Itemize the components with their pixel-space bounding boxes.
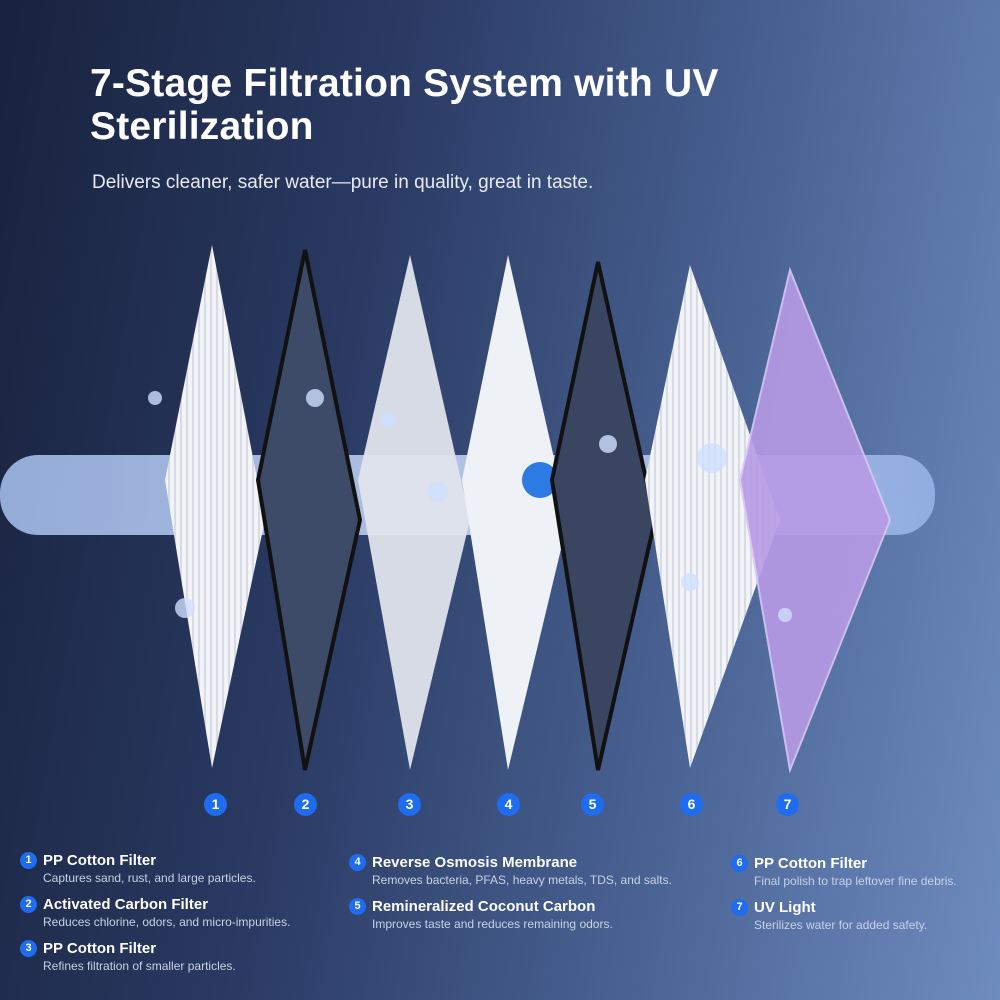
filter-3-pp-cotton [358,255,470,770]
stage-name: Reverse Osmosis Membrane [372,854,578,871]
stage-name: Remineralized Coconut Carbon [372,898,596,915]
water-droplets [148,389,792,622]
filter-1-pp-cotton [165,245,265,768]
bacteria-icon [522,462,558,498]
stage-marker-6: 6 [680,793,703,816]
legend-stage-5: 5 Remineralized Coconut Carbon Improves t… [349,898,613,931]
stage-badge: 5 [349,898,366,915]
stage-badge: 7 [731,899,748,916]
stage-description: Reduces chlorine, odors, and micro-impur… [43,915,291,929]
stage-badge: 3 [20,940,37,957]
legend-stage-3: 3 PP Cotton Filter Refines filtration of … [20,940,236,973]
stage-marker-7: 7 [776,793,799,816]
stage-description: Improves taste and reduces remaining odo… [372,917,613,931]
filter-4-ro-membrane [462,255,568,770]
filter-2-activated-carbon [255,249,363,771]
stage-marker-2: 2 [294,793,317,816]
stage-name: PP Cotton Filter [43,852,157,869]
filter-5-coconut-carbon [549,261,658,771]
page-subtitle: Delivers cleaner, safer water—pure in qu… [92,172,594,193]
stage-marker-5: 5 [581,793,604,816]
legend-stage-1: 1 PP Cotton Filter Captures sand, rust, a… [20,852,256,885]
stage-badge: 1 [20,852,37,869]
stage-badge: 2 [20,896,37,913]
stage-description: Sterilizes water for added safety. [754,918,928,932]
stage-description: Refines filtration of smaller particles. [43,959,236,973]
stage-name: UV Light [754,899,816,916]
stage-description: Final polish to trap leftover fine debri… [754,874,957,888]
stage-marker-4: 4 [497,793,520,816]
stage-marker-3: 3 [398,793,421,816]
legend-stage-7: 7 UV Light Sterilizes water for added saf… [731,899,927,932]
filter-6-pp-cotton [645,265,780,768]
filtration-illustration [0,245,935,774]
stage-name: PP Cotton Filter [43,940,157,957]
legend-stage-6: 6 PP Cotton Filter Final polish to trap l… [731,855,957,888]
stage-description: Removes bacteria, PFAS, heavy metals, TD… [372,873,672,887]
stage-description: Captures sand, rust, and large particles… [43,871,256,885]
stage-badge: 4 [349,854,366,871]
legend-stage-2: 2 Activated Carbon Filter Reduces chlorin… [20,896,290,929]
legend-stage-4: 4 Reverse Osmosis Membrane Removes bacter… [349,854,672,887]
stage-marker-1: 1 [204,793,227,816]
stage-badge: 6 [731,855,748,872]
stage-name: PP Cotton Filter [754,855,868,872]
filter-7-uv-light [738,266,892,774]
stage-name: Activated Carbon Filter [43,896,209,913]
page-title: 7-Stage Filtration System with UV Steril… [90,62,719,148]
